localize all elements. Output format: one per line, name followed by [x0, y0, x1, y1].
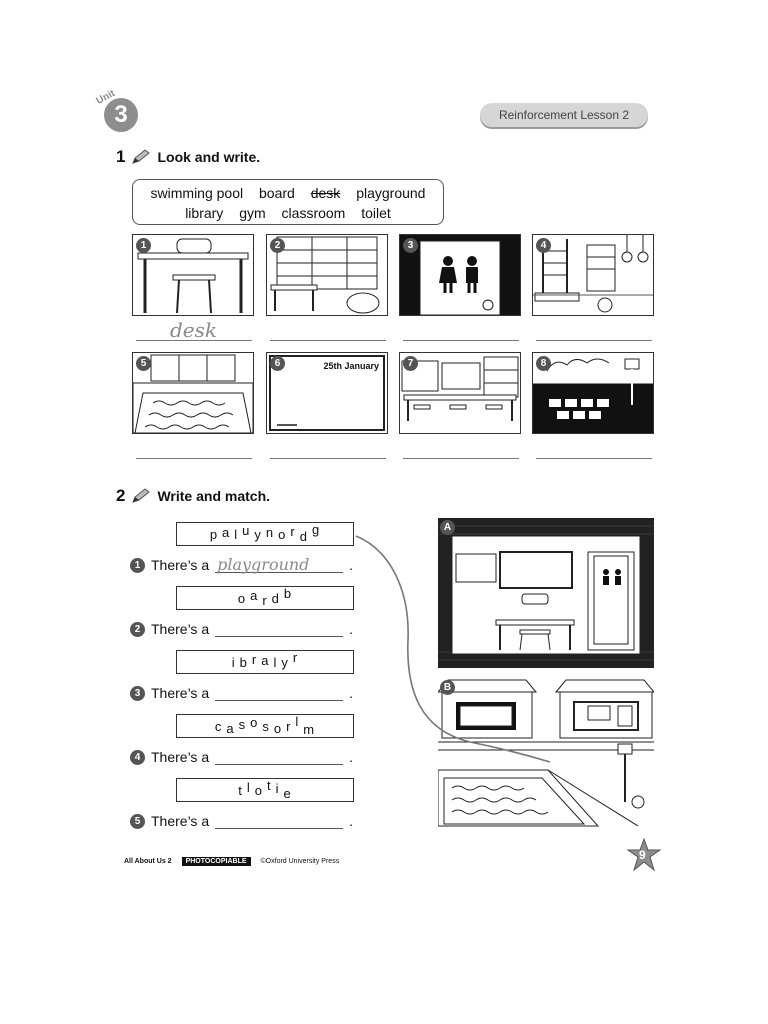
sentence-number: 1 — [130, 557, 145, 573]
picture-1-desk: 1 — [132, 234, 254, 316]
sentence-4-blank[interactable] — [215, 750, 344, 765]
sentence-3-blank[interactable] — [215, 686, 344, 701]
answer-1-example: desk — [170, 318, 218, 342]
picture-number: 2 — [270, 238, 285, 253]
sentence-1: 1 There’s a playground. — [130, 555, 353, 574]
exercise-2-title: 2 Write and match. — [116, 486, 270, 506]
scene-b-school-outside[interactable]: B — [436, 678, 656, 828]
photocopiable-badge: PHOTOCOPIABLE — [181, 857, 251, 866]
sentence-1-blank[interactable]: playground — [215, 555, 344, 574]
publisher: ©Oxford University Press — [260, 858, 340, 865]
picture-7-classroom: 7 — [399, 352, 521, 434]
footer: All About Us 2 PHOTOCOPIABLE ©Oxford Uni… — [124, 857, 339, 866]
word-bank-item: board — [259, 185, 295, 201]
scene-a-classroom[interactable]: A — [438, 518, 654, 668]
picture-number: 7 — [403, 356, 418, 371]
exercise-2-number: 2 — [116, 486, 126, 505]
sentence-number: 3 — [130, 685, 145, 701]
sentence-number: 4 — [130, 749, 145, 765]
picture-6-board: 6 25th January — [266, 352, 388, 434]
sentence-3: 3 There’s a . — [130, 685, 353, 701]
pencil-icon — [132, 488, 151, 503]
sentence-2: 2 There’s a . — [130, 621, 353, 637]
word-bank-item: swimming pool — [150, 185, 244, 201]
sentence-5-blank[interactable] — [215, 814, 344, 829]
picture-5-swimming-pool: 5 — [132, 352, 254, 434]
scene-b-label: B — [440, 680, 455, 695]
answer-line-7[interactable] — [403, 458, 519, 459]
exercise-1-number: 1 — [116, 147, 126, 166]
sentence-number: 2 — [130, 621, 145, 637]
sentence-4: 4 There’s a . — [130, 749, 353, 765]
sentence-5: 5 There’s a . — [130, 813, 353, 829]
picture-number: 5 — [136, 356, 151, 371]
scene-a-label: A — [440, 520, 455, 535]
answer-line-2[interactable] — [270, 340, 386, 341]
page-number-star: 9 — [626, 837, 662, 874]
picture-number: 3 — [403, 238, 418, 253]
exercise-1-title: 1 Look and write. — [116, 147, 260, 167]
word-bank-item-crossed: desk — [310, 185, 341, 201]
unit-number-badge: 3 — [104, 98, 138, 132]
answer-line-6[interactable] — [270, 458, 386, 459]
answer-line-8[interactable] — [536, 458, 652, 459]
picture-number: 1 — [136, 238, 151, 253]
exercise-1-instruction: Look and write. — [157, 149, 261, 165]
picture-2-library: 2 — [266, 234, 388, 316]
sentence-number: 5 — [130, 813, 145, 829]
answer-line-4[interactable] — [536, 340, 652, 341]
answer-line-1[interactable] — [136, 340, 252, 341]
picture-number: 8 — [536, 356, 551, 371]
picture-8-playground: 8 — [532, 352, 654, 434]
answer-line-5[interactable] — [136, 458, 252, 459]
picture-3-toilet: 3 — [399, 234, 521, 316]
sentence-2-blank[interactable] — [215, 622, 344, 637]
word-bank-item: toilet — [361, 205, 391, 221]
lesson-title: Reinforcement Lesson 2 — [480, 103, 648, 127]
picture-number: 4 — [536, 238, 551, 253]
word-bank-item: library — [185, 205, 224, 221]
exercise-2-instruction: Write and match. — [157, 488, 271, 504]
matching-line — [355, 535, 551, 763]
star-icon — [626, 837, 662, 872]
pencil-icon — [132, 149, 151, 164]
word-bank: swimming pool board desk playground libr… — [132, 179, 444, 225]
book-title: All About Us 2 — [124, 858, 172, 865]
answer-line-3[interactable] — [403, 340, 519, 341]
word-bank-item: gym — [239, 205, 266, 221]
picture-4-gym: 4 — [532, 234, 654, 316]
board-date: 25th January — [323, 361, 379, 371]
word-bank-item: classroom — [281, 205, 346, 221]
word-bank-item: playground — [356, 185, 426, 201]
page-number: 9 — [639, 848, 646, 862]
picture-number: 6 — [270, 356, 285, 371]
